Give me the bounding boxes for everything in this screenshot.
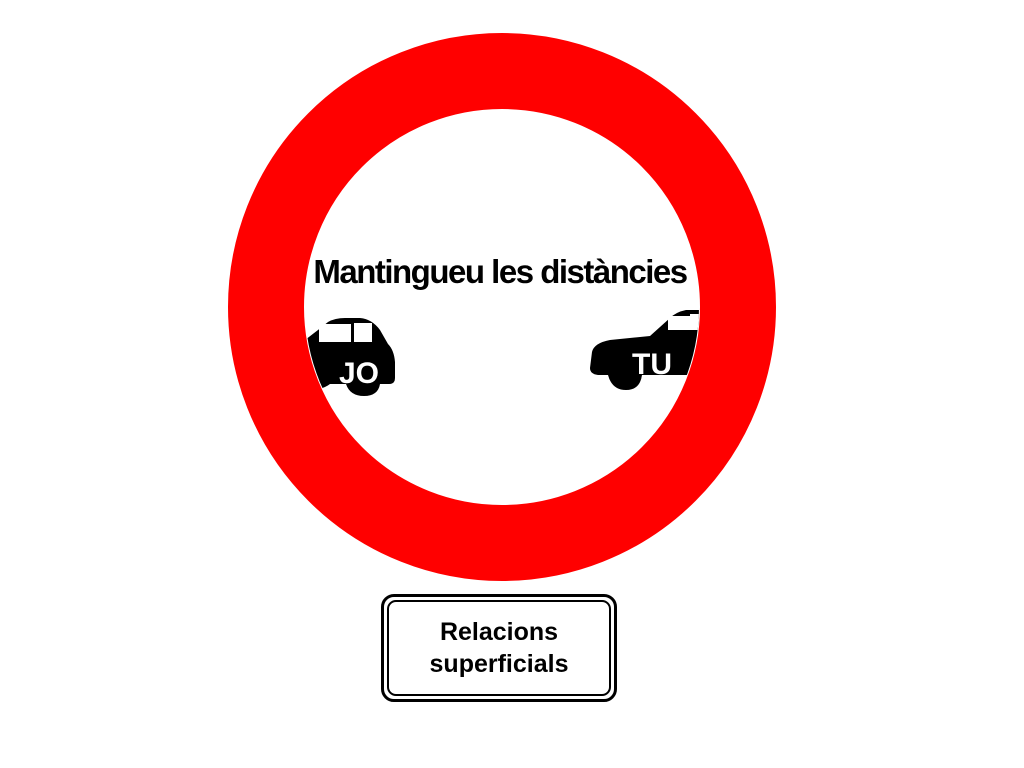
plate-line-1: Relacions <box>439 618 559 646</box>
subtitle-plate: Relacions superficials <box>381 594 617 702</box>
right-car-icon: TU <box>590 310 699 390</box>
plate-inner-border: Relacions superficials <box>387 600 611 696</box>
sign-ring <box>228 33 776 581</box>
plate-line-2: superficials <box>429 650 569 678</box>
left-car-label: JO <box>339 357 379 390</box>
right-car-label: TU <box>632 348 672 381</box>
sign-title: Mantingueu les distàncies <box>313 253 686 290</box>
